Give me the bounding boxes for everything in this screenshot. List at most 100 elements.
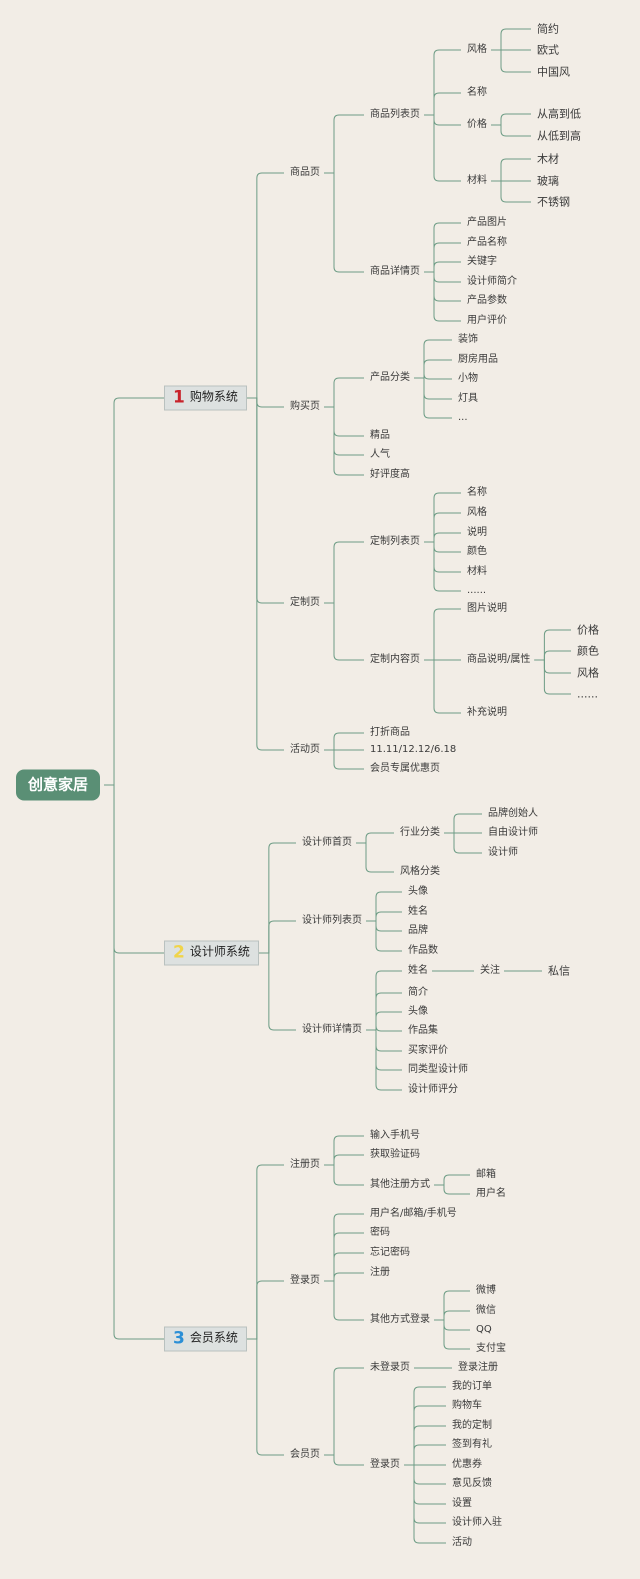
link-level4-level5: [404, 1386, 446, 1466]
level4-node: 注册: [370, 1267, 390, 1278]
link-level5-level6: [491, 49, 531, 73]
link-level3-level4: [324, 1367, 364, 1456]
level5-node: 补充说明: [467, 707, 507, 718]
link-level4-level5: [414, 339, 452, 379]
link-level3-level4: [324, 406, 364, 437]
link-level5-level6: [534, 659, 571, 674]
level5-node: 优惠券: [452, 1459, 482, 1470]
link-level4-level5: [444, 813, 482, 834]
link-level4-level5: [424, 271, 461, 322]
level5-node: 商品说明/属性: [467, 654, 531, 665]
link-level3-level4: [366, 1029, 402, 1052]
level5-node: 说明: [467, 527, 487, 538]
level3-node: 设计师详情页: [302, 1024, 362, 1035]
level5-node: 设计师简介: [467, 276, 517, 287]
link-level4-level5: [424, 92, 461, 116]
link-root-branch: [104, 784, 164, 1340]
level5-node: 签到有礼: [452, 1439, 492, 1450]
level4-node: 其他方式登录: [370, 1314, 430, 1325]
level4-node: 设计师评分: [408, 1084, 458, 1095]
link-level4-level5: [404, 1444, 446, 1466]
link-level4-level5: [434, 1174, 470, 1186]
level5-node: 小物: [458, 373, 478, 384]
level5-node: 装饰: [458, 334, 478, 345]
level5-node: 活动: [452, 1537, 472, 1548]
link-level3-level4: [366, 891, 402, 922]
level5-node: 品牌创始人: [488, 808, 538, 819]
link-level5-level6: [491, 180, 531, 203]
link-level3-level4: [324, 1154, 364, 1166]
level4-node: 产品分类: [370, 372, 410, 383]
link-level5-level6: [491, 124, 531, 137]
level5-node: 材料: [467, 566, 487, 577]
link-level4-level5: [414, 377, 452, 400]
link-level3-level4: [324, 1454, 364, 1466]
link-level3-level4: [366, 1029, 402, 1071]
link-level3-level4: [324, 114, 364, 174]
link-level4-level5: [424, 659, 461, 714]
level5-node: ...: [458, 412, 468, 423]
level6-node: 从高到低: [537, 107, 581, 121]
link-branch-level3: [246, 172, 284, 399]
level4-node: 同类型设计师: [408, 1064, 468, 1075]
level5-node: 微博: [476, 1285, 496, 1296]
link-level4-level5: [424, 492, 461, 543]
level4-node: 作品数: [408, 945, 438, 956]
link-level3-level4: [366, 1011, 402, 1031]
level6-node: 木材: [537, 152, 559, 166]
level3-node: 活动页: [290, 744, 320, 755]
link-level3-level4: [324, 1252, 364, 1282]
level6-node: 玻璃: [537, 174, 559, 188]
level4-node: 定制列表页: [370, 536, 420, 547]
level3-node: 登录页: [290, 1275, 320, 1286]
link-level3-level4: [324, 406, 364, 476]
level4-node: 好评度高: [370, 469, 410, 480]
link-level4-level5: [424, 114, 461, 182]
level5-node: QQ: [476, 1324, 492, 1335]
link-level5-level6: [534, 650, 571, 661]
level4-node: 用户名/邮箱/手机号: [370, 1208, 457, 1219]
link-branch-level3: [258, 842, 296, 954]
level5-node: 设置: [452, 1498, 472, 1509]
link-level4-level5: [434, 1319, 470, 1331]
link-level4-level5: [404, 1464, 446, 1544]
link-level4-level5: [424, 608, 461, 661]
link-branch-level3: [258, 952, 296, 1031]
branch-label: 会员系统: [189, 1330, 238, 1345]
link-level5-level6: [491, 113, 531, 126]
link-branch-level3: [246, 397, 284, 751]
link-level5-level6: [534, 629, 571, 661]
link-level3-level4: [366, 970, 402, 1031]
link-branch-level3: [246, 1280, 284, 1340]
level4-node: 11.11/12.12/6.18: [370, 744, 457, 755]
branch-label: 购物系统: [189, 389, 238, 404]
level4-node: 密码: [370, 1227, 390, 1238]
link-level3-level4: [356, 832, 394, 844]
link-level3-level4: [324, 1213, 364, 1282]
link-level4-level5: [424, 271, 461, 283]
level4-node: 行业分类: [400, 827, 440, 838]
level5-node: 产品图片: [467, 217, 507, 228]
link-level4-level5: [404, 1464, 446, 1485]
level5-node: 关键字: [467, 256, 497, 267]
link-level3-level4: [366, 911, 402, 922]
level5-node: 用户评价: [467, 315, 507, 326]
level5-node: 微信: [476, 1305, 496, 1316]
link-level5-level6: [534, 659, 571, 695]
link-level3-level4: [324, 541, 364, 604]
level5-node: ......: [467, 585, 487, 596]
level5-node: 支付宝: [476, 1343, 506, 1354]
link-root-branch: [104, 784, 164, 954]
link-level4-level5: [434, 1290, 470, 1321]
level4-node: 姓名: [408, 906, 428, 917]
level5-node: 设计师入驻: [452, 1517, 502, 1528]
level6-node: ......: [577, 687, 598, 701]
level4-node: 头像: [408, 1006, 428, 1017]
level4-node: 其他注册方式: [370, 1179, 430, 1190]
link-level4-level5: [414, 373, 452, 380]
level5-node: 风格: [467, 44, 487, 55]
